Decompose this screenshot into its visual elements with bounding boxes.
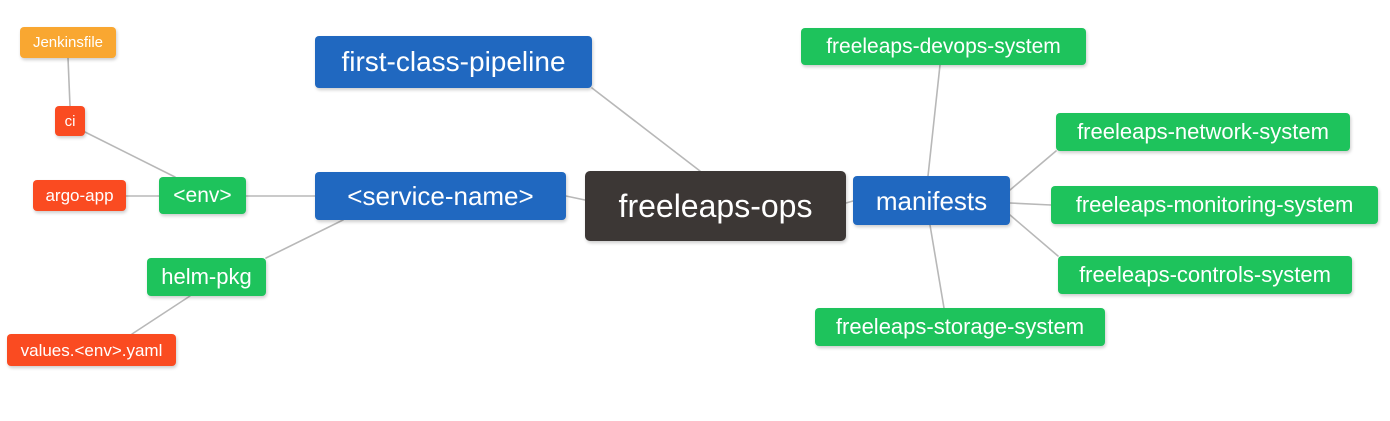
node-label-values-env-yaml: values.<env>.yaml (20, 340, 163, 360)
mindmap-node-service-name[interactable]: <service-name> (315, 172, 566, 220)
node-label-service-name: <service-name> (347, 181, 534, 211)
node-label-helm-pkg: helm-pkg (161, 264, 252, 289)
node-label-freeleaps-ops: freeleaps-ops (618, 188, 813, 224)
node-label-freeleaps-devops-system: freeleaps-devops-system (826, 35, 1061, 58)
edge-freeleaps-devops-system-to-manifests (927, 64, 941, 177)
mindmap-node-freeleaps-ops[interactable]: freeleaps-ops (585, 171, 846, 241)
edge-ci-to-env (84, 131, 176, 178)
edge-service-name-to-freeleaps-ops (565, 195, 586, 201)
mindmap-node-freeleaps-storage-system[interactable]: freeleaps-storage-system (815, 308, 1105, 346)
node-label-first-class-pipeline: first-class-pipeline (341, 46, 566, 77)
edge-helm-pkg-to-service-name (265, 219, 344, 259)
node-label-env: <env> (173, 184, 232, 207)
mindmap-node-helm-pkg[interactable]: helm-pkg (147, 258, 266, 296)
edge-jenkinsfile-to-ci (67, 57, 71, 107)
mindmap-node-freeleaps-network-system[interactable]: freeleaps-network-system (1056, 113, 1350, 151)
node-label-freeleaps-monitoring-system: freeleaps-monitoring-system (1075, 192, 1354, 217)
edge-freeleaps-storage-system-to-manifests (929, 224, 945, 309)
mindmap-node-argo-app[interactable]: argo-app (33, 180, 126, 211)
node-label-jenkinsfile: Jenkinsfile (32, 34, 104, 51)
node-label-freeleaps-network-system: freeleaps-network-system (1077, 119, 1329, 144)
edge-first-class-pipeline-to-freeleaps-ops (591, 87, 701, 172)
mindmap-node-freeleaps-devops-system[interactable]: freeleaps-devops-system (801, 28, 1086, 65)
mindmap-node-ci[interactable]: ci (55, 106, 85, 136)
edge-values-env-yaml-to-helm-pkg (131, 295, 191, 335)
mindmap-node-first-class-pipeline[interactable]: first-class-pipeline (315, 36, 592, 88)
node-label-ci: ci (64, 112, 76, 130)
mindmap-node-jenkinsfile[interactable]: Jenkinsfile (20, 27, 116, 58)
mindmap-node-freeleaps-controls-system[interactable]: freeleaps-controls-system (1058, 256, 1352, 294)
edge-freeleaps-monitoring-system-to-manifests (1009, 202, 1052, 206)
node-label-manifests: manifests (875, 185, 988, 216)
edge-freeleaps-network-system-to-manifests (1009, 150, 1057, 191)
node-label-argo-app: argo-app (45, 186, 114, 205)
edge-freeleaps-ops-to-manifests (845, 200, 854, 204)
mindmap-node-env[interactable]: <env> (159, 177, 246, 214)
node-label-freeleaps-storage-system: freeleaps-storage-system (835, 314, 1085, 339)
mindmap-node-freeleaps-monitoring-system[interactable]: freeleaps-monitoring-system (1051, 186, 1378, 224)
mindmap-node-values-env-yaml[interactable]: values.<env>.yaml (7, 334, 176, 366)
node-label-freeleaps-controls-system: freeleaps-controls-system (1079, 262, 1331, 287)
mindmap-node-manifests[interactable]: manifests (853, 176, 1010, 225)
